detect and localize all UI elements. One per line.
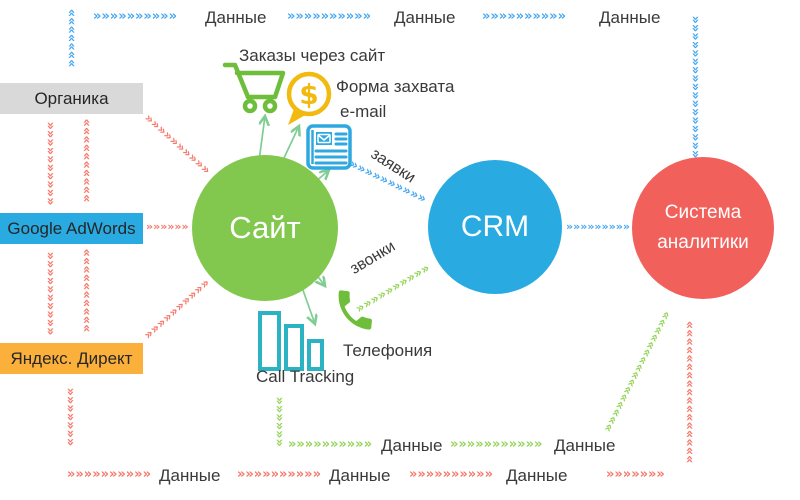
source-google-adwords: Google AdWords <box>0 213 143 244</box>
flow-red-chevrons-2: »»»»»»»»»» <box>237 467 321 482</box>
flow-top-label-1: Данные <box>205 8 267 27</box>
flow-red-chevrons-3: »»»»»»»»»» <box>409 467 493 482</box>
source-yandex-direct-label: Яндекс. Директ <box>10 348 133 368</box>
flow-red-chevrons-4: »»»»»»» <box>606 467 665 482</box>
bar-chart-icon <box>258 311 324 371</box>
arrow-site-to-cart <box>258 116 265 162</box>
flow-organic-adwords-up: »»»»»»»»»» <box>79 118 95 203</box>
node-analytics-label-line2: аналитики <box>657 232 749 253</box>
label-telephony: Телефония <box>343 341 433 360</box>
source-yandex-direct: Яндекс. Директ <box>0 343 143 374</box>
dollar-glyph: $ <box>299 78 318 111</box>
flow-top-label-3: Данные <box>599 8 661 27</box>
flow-yandex-down-column: »»»»»»» <box>62 387 78 447</box>
flow-red-up-column: »»»»»»»»»»»»»»»»» <box>682 320 698 464</box>
label-orders-via-site: Заказы через сайт <box>239 46 386 65</box>
flow-top-down-column: »»»»»»»»»»»»»»»»» <box>687 15 703 159</box>
flow-adwords-yandex-down: »»»»»»»»»» <box>42 251 58 336</box>
node-site-label: Сайт <box>229 210 301 245</box>
label-call-tracking: Call Tracking <box>256 367 355 386</box>
flow-green-label-2: Данные <box>554 436 616 455</box>
phone-handset-icon <box>338 290 372 330</box>
node-crm: CRM <box>428 160 562 294</box>
flow-top-chevrons-3: »»»»»»»»»» <box>482 9 566 24</box>
node-site: Сайт <box>192 155 338 301</box>
flow-red-label-2: Данные <box>329 466 391 485</box>
flow-red-chevrons-1: »»»»»»»»»» <box>67 467 151 482</box>
flow-green-chevrons-1: »»»»»»»»»» <box>288 437 372 452</box>
flow-crm-to-analytics: »»»»»»»»» <box>566 220 630 233</box>
flow-green-down-column: »»»»»» <box>271 396 287 447</box>
flow-green-chevrons-2: »»»»»»»»»»» <box>450 437 543 452</box>
source-organic: Органика <box>0 83 143 114</box>
node-analytics-label-line1: Система <box>664 202 742 223</box>
source-organic-label: Органика <box>34 88 109 108</box>
flow-adwords-yandex-up: »»»»»»»»»» <box>79 248 95 333</box>
flow-top-chevrons-2: »»»»»»»»»» <box>287 9 371 24</box>
arrow-site-to-payment <box>283 126 299 159</box>
dollar-speech-bubble-icon: $ <box>286 71 332 125</box>
node-crm-label: CRM <box>460 210 530 243</box>
flow-adwords-to-site: »»»»»» <box>146 220 189 233</box>
label-capture-form: Форма захвата <box>336 77 455 96</box>
source-google-adwords-label: Google AdWords <box>7 218 136 238</box>
flow-organic-adwords-down: »»»»»»»»»» <box>42 121 58 206</box>
flow-red-label-3: Данные <box>506 466 568 485</box>
flow-top-chevrons-1: »»»»»»»»»» <box>93 9 177 24</box>
flow-red-label-1: Данные <box>159 466 221 485</box>
node-analytics-system: Система аналитики <box>632 157 774 299</box>
newsletter-email-icon <box>306 124 352 170</box>
flow-top-label-2: Данные <box>394 8 456 27</box>
flow-top-up-column: »»»»»»» <box>64 8 80 68</box>
shopping-cart-icon <box>222 62 286 114</box>
flow-green-label-1: Данные <box>381 436 443 455</box>
label-email: e-mail <box>340 102 387 121</box>
